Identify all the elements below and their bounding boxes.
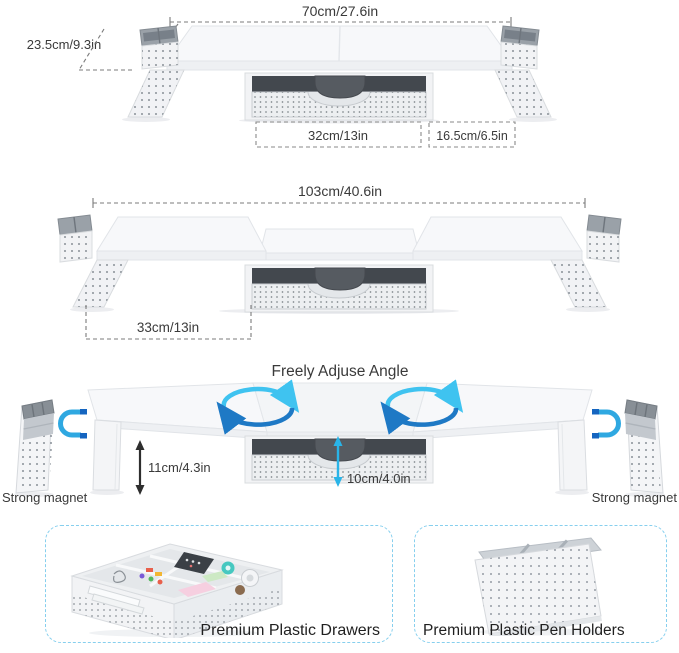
- leg-right: [550, 259, 610, 312]
- leg-right: [555, 419, 589, 495]
- pen-holder-left: [139, 25, 179, 70]
- feature-label-drawers: Premium Plastic Drawers: [200, 622, 380, 639]
- magnet-icon-left: [58, 409, 87, 439]
- stationery-items: [87, 552, 259, 615]
- feature-label-pen-holders: Premium Plastic Pen Holders: [423, 622, 625, 639]
- angle-title: Freely Adjuse Angle: [271, 363, 408, 380]
- drawer-handle: [314, 438, 366, 462]
- drawer-handle: [314, 75, 366, 99]
- dimension-width-70cm: 70cm/27.6in: [169, 3, 512, 27]
- dimension-width-103cm: 103cm/40.6in: [92, 183, 586, 208]
- diagram-angle: Freely Adjuse Angle: [2, 363, 678, 505]
- leg-right: [494, 69, 557, 122]
- rotate-icon-right: [380, 379, 464, 435]
- dimension-side-16cm: 16.5cm/6.5in: [428, 121, 516, 148]
- leg-left: [90, 419, 124, 495]
- dimension-drawer-height-10cm: 10cm/4.0in: [333, 436, 411, 487]
- depth-23cm-label: 23.5cm/9.3in: [27, 37, 101, 52]
- pen-holder-left: [57, 214, 93, 263]
- magnet-label-left: Strong magnet: [2, 490, 88, 505]
- side-16cm-label: 16.5cm/6.5in: [436, 129, 508, 143]
- right-board: [412, 216, 583, 252]
- left-33cm-label: 33cm/13in: [137, 320, 199, 335]
- center-board: [259, 228, 420, 254]
- monitor-stand-compact: [122, 25, 557, 124]
- storage-drawer: [244, 72, 434, 121]
- width-103cm-label: 103cm/40.6in: [298, 183, 382, 199]
- feature-card-pen-holders: Premium Plastic Pen Holders: [414, 525, 667, 643]
- width-70cm-label: 70cm/27.6in: [302, 3, 378, 19]
- detached-pen-holder-right: [624, 399, 665, 497]
- diagram-compact: 70cm/27.6in 23.5cm/9.3in: [27, 3, 557, 148]
- diagram-extended: 103cm/40.6in: [57, 183, 622, 340]
- pen-holder-right: [500, 25, 540, 70]
- plastic-drawer-illustration: [70, 543, 284, 638]
- left-board: [96, 216, 267, 252]
- storage-drawer: [244, 264, 434, 313]
- feature-card-drawers: Premium Plastic Drawers: [45, 525, 393, 643]
- drawer-height-10cm-label: 10cm/4.0in: [347, 471, 411, 486]
- magnet-label-right: Strong magnet: [592, 490, 678, 505]
- pen-holder-illustration: [474, 537, 603, 636]
- dimension-left-33cm: 33cm/13in: [85, 305, 252, 340]
- leg-left: [70, 259, 129, 312]
- magnet-icon-right: [592, 409, 621, 439]
- height-11cm-label: 11cm/4.3in: [148, 460, 211, 475]
- rotate-icon-left: [216, 379, 300, 435]
- dimension-drawer-32cm: 32cm/13in: [255, 121, 422, 148]
- pen-holder-right: [586, 214, 622, 263]
- dimension-height-11cm: 11cm/4.3in: [135, 440, 211, 495]
- drawer-32cm-label: 32cm/13in: [308, 128, 368, 143]
- detached-pen-holder-left: [14, 399, 55, 497]
- monitor-stand-extended: [57, 214, 622, 314]
- drawer-handle: [314, 267, 366, 291]
- leg-left: [122, 69, 185, 122]
